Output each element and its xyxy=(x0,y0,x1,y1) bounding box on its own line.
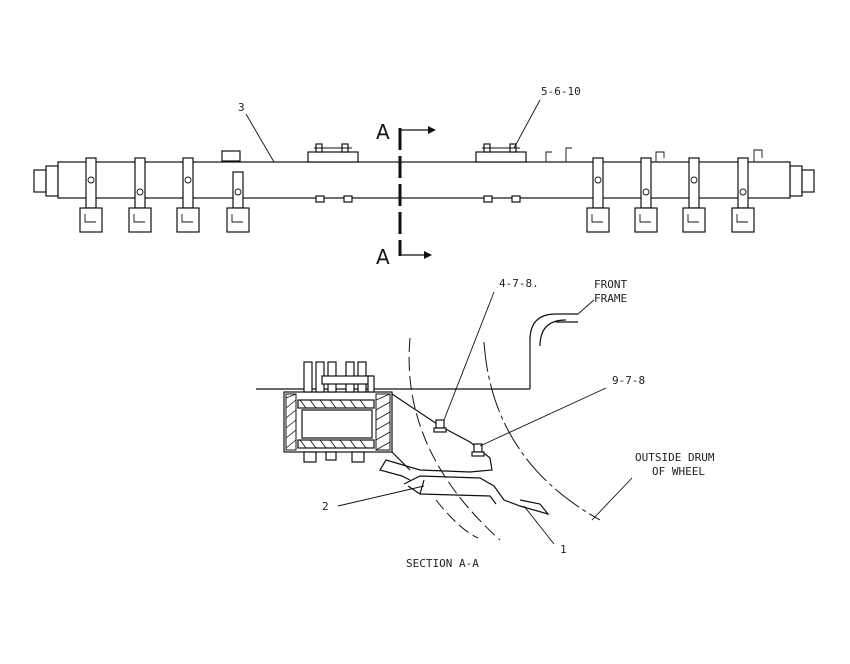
section-title: SECTION A-A xyxy=(406,557,479,570)
leader-2 xyxy=(337,485,425,507)
clamp-foot-7 xyxy=(682,157,706,233)
section-marker-bottom: A xyxy=(376,245,390,269)
bushing-housing xyxy=(283,391,393,453)
callout-9-7-8: 9-7-8 xyxy=(612,374,645,387)
top-bolts xyxy=(303,361,375,393)
clamp-foot-1 xyxy=(79,157,103,233)
clamp-foot-2 xyxy=(128,157,152,233)
callout-4-7-8: 4-7-8. xyxy=(499,277,539,290)
callout-5-6-10: 5-6-10 xyxy=(541,85,581,98)
callout-3: 3 xyxy=(238,101,245,114)
callout-1: 1 xyxy=(560,543,567,556)
bar-tab-right1 xyxy=(655,151,665,162)
clamp-foot-5 xyxy=(586,157,610,233)
bar-tab-right2 xyxy=(753,149,763,162)
main-bar-assembly xyxy=(33,143,815,233)
leader-outside-drum xyxy=(591,477,633,521)
lower-shoe xyxy=(403,475,550,516)
section-marker-top: A xyxy=(376,120,390,144)
bottom-nuts xyxy=(303,451,365,463)
clamp-foot-8 xyxy=(731,157,755,233)
main-bar xyxy=(57,161,791,199)
leader-9-7-8 xyxy=(479,387,607,447)
leader-3 xyxy=(245,113,275,163)
clamp-foot-4 xyxy=(226,171,250,233)
bar-tab-left xyxy=(221,150,241,162)
section-cut-line xyxy=(398,126,436,259)
leader-5-6-10 xyxy=(513,99,541,149)
bar-tab-mid-right xyxy=(545,151,552,162)
callout-front-frame-1: FRONT xyxy=(594,278,627,291)
callout-front-frame-2: FRAME xyxy=(594,292,627,305)
bar-tab-hook xyxy=(565,147,572,162)
callout-2: 2 xyxy=(322,500,329,513)
section-view xyxy=(256,313,601,541)
leader-front-frame xyxy=(577,299,595,315)
left-end-fitting xyxy=(33,165,59,197)
leader-4-7-8 xyxy=(443,291,495,421)
center-bracket-right xyxy=(475,143,527,203)
clamp-foot-3 xyxy=(176,157,200,233)
clamp-foot-6 xyxy=(634,157,658,233)
bracket-arm xyxy=(379,393,493,481)
callout-outside-drum-1: OUTSIDE DRUM xyxy=(635,451,715,464)
center-bracket-left xyxy=(307,143,359,203)
right-end-fitting xyxy=(789,165,815,197)
fastener-4-7-8 xyxy=(433,419,447,433)
leader-1 xyxy=(523,505,555,545)
front-frame-outline xyxy=(529,313,578,389)
wheel-arc-inner xyxy=(408,337,501,541)
callout-outside-drum-2: OF WHEEL xyxy=(652,465,705,478)
fastener-9-7-8 xyxy=(471,443,485,457)
outside-drum-arc xyxy=(483,341,601,521)
